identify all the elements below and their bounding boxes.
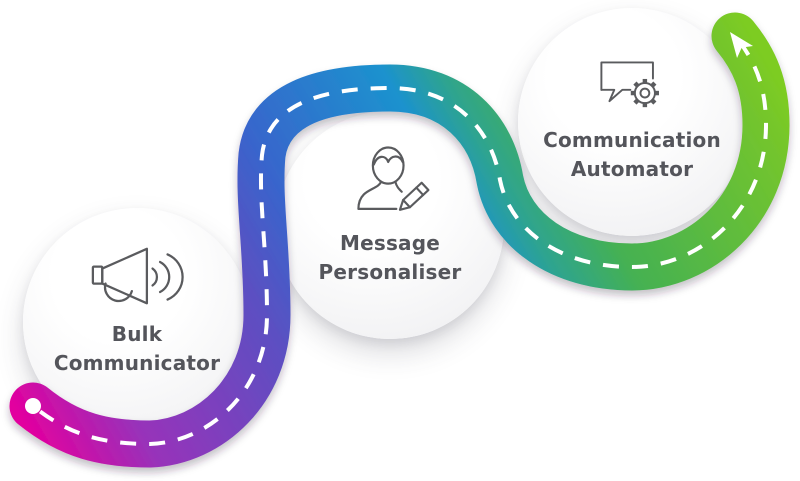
megaphone-icon [90, 246, 185, 308]
node-message-personaliser: Message Personaliser [276, 111, 504, 339]
start-dot [25, 398, 41, 414]
node-bulk-communicator: Bulk Communicator [23, 208, 251, 436]
node-content: Communication Automator [537, 56, 727, 184]
step-label: Message Personaliser [318, 231, 462, 284]
step-label: Bulk Communicator [53, 322, 221, 375]
node-communication-automator: Communication Automator [518, 8, 746, 236]
person-edit-icon [349, 143, 431, 217]
step-label: Communication Automator [543, 128, 721, 181]
chat-gear-icon [593, 56, 671, 114]
end-arrow-icon [729, 32, 754, 59]
node-content: Message Personaliser [295, 143, 485, 287]
node-content: Bulk Communicator [42, 246, 232, 378]
